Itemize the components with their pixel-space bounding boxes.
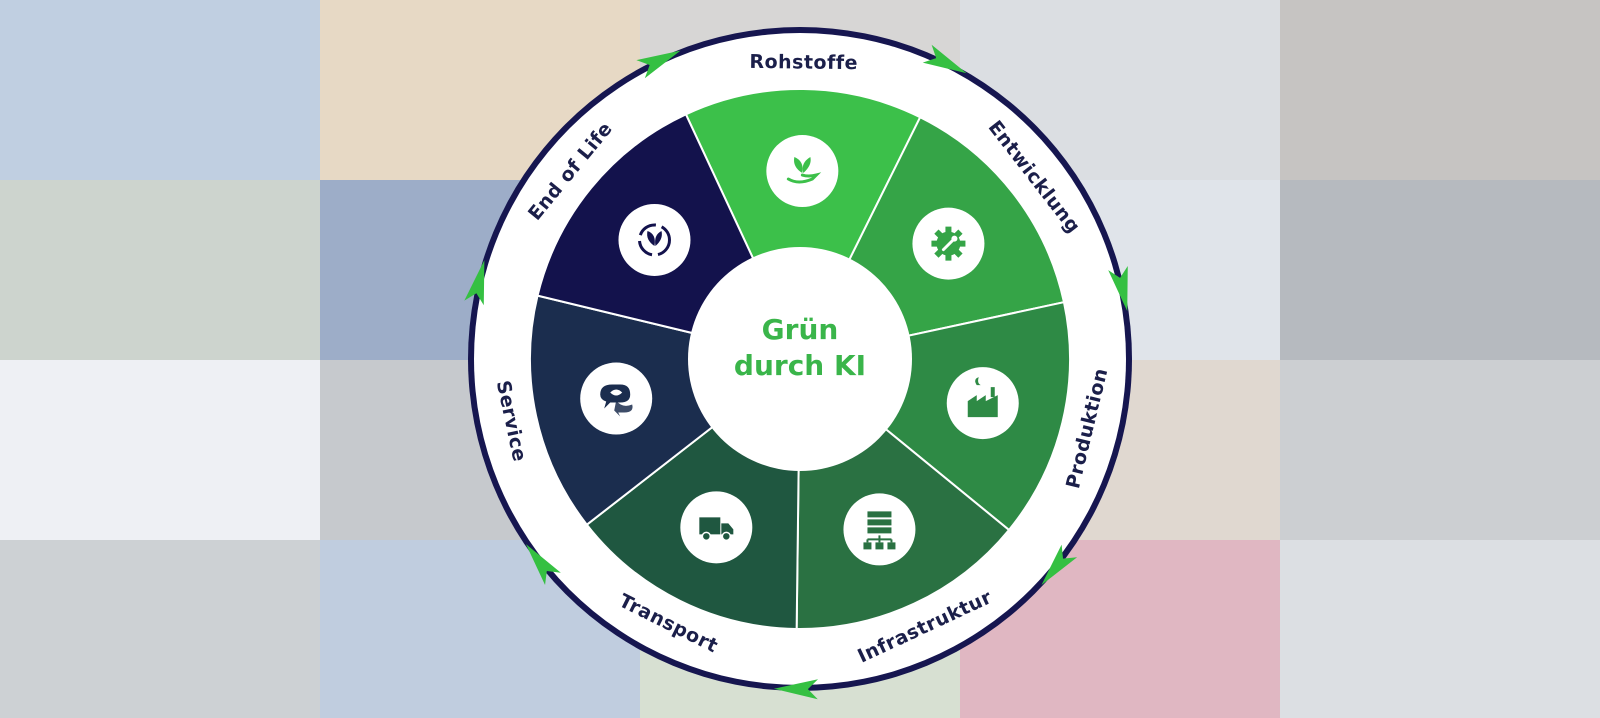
gear-wrench-icon [912,207,985,280]
cycle-arrow-icon [773,679,819,700]
photo-tile [1280,360,1600,540]
segment-rohstoffe [684,88,922,362]
cycle-arrow-icon [525,544,561,586]
cycle-arrows [464,44,1128,700]
plant-in-hand-icon [766,135,839,208]
photo-tile [0,180,320,360]
segment-label: Rohstoffe [749,51,858,74]
chat-leaf-icon [580,362,653,435]
photo-tile [0,0,320,180]
photo-tile [0,540,320,718]
recycle-leaf-icon [618,203,691,276]
segment-icons [580,135,1019,566]
photo-tile [1280,0,1600,180]
cycle-arrow-icon [636,50,681,79]
center-title-line2: durch KI [734,349,866,382]
factory-icon [946,367,1019,440]
truck-icon [680,491,753,564]
photo-tile [1280,540,1600,718]
center-circle [688,247,912,471]
cycle-arrow-icon [1041,544,1078,585]
cycle-arrow-icon [922,44,967,74]
server-network-icon [843,493,916,566]
photo-tile [0,360,320,540]
photo-tile [1280,180,1600,360]
cycle-arrow-icon [464,260,485,306]
center-title-line1: Grün [762,313,839,346]
cycle-arrow-icon [1108,265,1128,312]
